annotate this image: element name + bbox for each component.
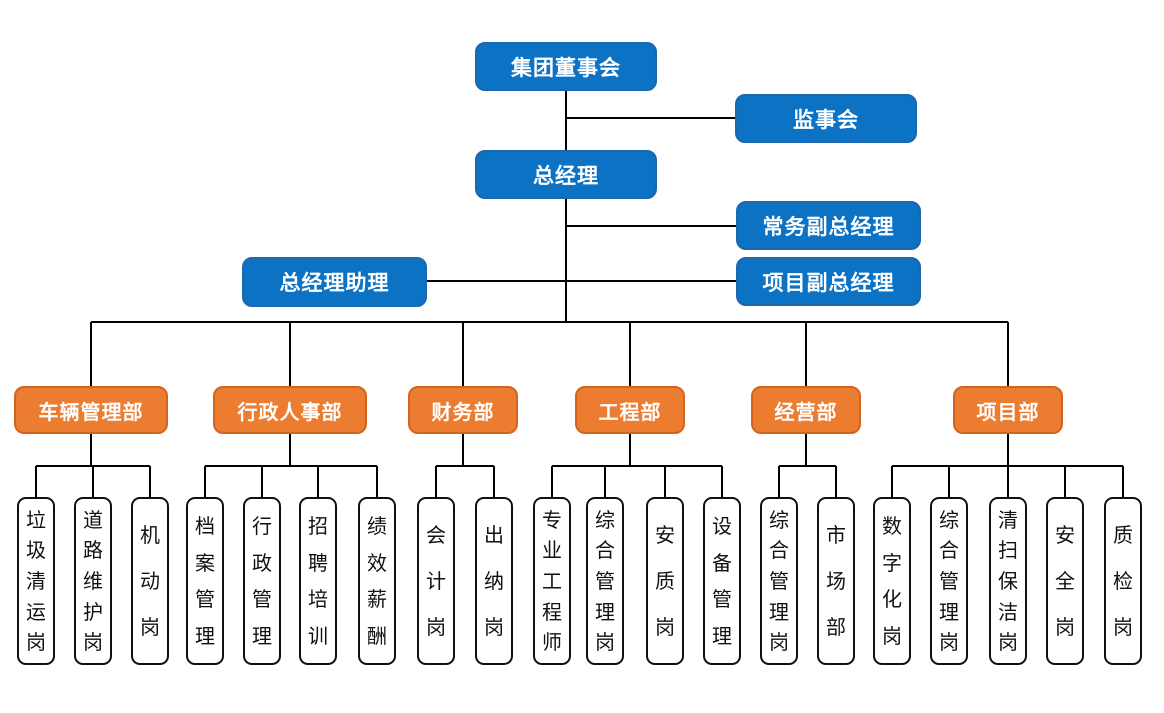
position-box: 数字化岗: [873, 497, 911, 665]
position-box: 绩效薪酬: [358, 497, 396, 665]
position-label: 质检岗: [1113, 523, 1133, 639]
position-box: 出纳岗: [475, 497, 513, 665]
position-label: 机动岗: [140, 523, 160, 639]
position-label: 数字化岗: [882, 513, 902, 649]
position-label: 综合管理岗: [939, 507, 959, 655]
connector-path: [35, 91, 1124, 498]
dept-finance: 财务部: [408, 386, 518, 434]
position-label: 综合管理岗: [769, 507, 789, 655]
position-box: 综合管理岗: [586, 497, 624, 665]
dept-vehicle-management: 车辆管理部: [14, 386, 168, 434]
position-label: 安质岗: [655, 523, 675, 639]
position-label: 档案管理: [195, 513, 215, 649]
position-box: 会计岗: [417, 497, 455, 665]
position-label: 市场部: [826, 523, 846, 639]
position-box: 道路维护岗: [74, 497, 112, 665]
position-box: 清扫保洁岗: [989, 497, 1027, 665]
position-box: 安全岗: [1046, 497, 1084, 665]
position-box: 设备管理: [703, 497, 741, 665]
position-label: 安全岗: [1055, 523, 1075, 639]
position-box: 综合管理岗: [930, 497, 968, 665]
position-label: 道路维护岗: [83, 507, 103, 655]
position-label: 绩效薪酬: [367, 513, 387, 649]
position-label: 设备管理: [712, 513, 732, 649]
position-label: 行政管理: [252, 513, 272, 649]
position-box: 安质岗: [646, 497, 684, 665]
node-general-manager: 总经理: [475, 150, 657, 199]
position-label: 出纳岗: [484, 523, 504, 639]
node-board: 集团董事会: [475, 42, 657, 91]
position-label: 综合管理岗: [595, 507, 615, 655]
node-gm-assistant: 总经理助理: [242, 257, 427, 307]
node-executive-deputy-gm: 常务副总经理: [736, 201, 921, 250]
position-label: 会计岗: [426, 523, 446, 639]
position-box: 档案管理: [186, 497, 224, 665]
position-box: 行政管理: [243, 497, 281, 665]
position-label: 清扫保洁岗: [998, 507, 1018, 655]
dept-project: 项目部: [953, 386, 1063, 434]
position-box: 专业工程师: [533, 497, 571, 665]
position-label: 招聘培训: [308, 513, 328, 649]
position-box: 市场部: [817, 497, 855, 665]
node-project-deputy-gm: 项目副总经理: [736, 257, 921, 306]
position-box: 垃圾清运岗: [17, 497, 55, 665]
node-supervisory-board: 监事会: [735, 94, 917, 143]
position-box: 质检岗: [1104, 497, 1142, 665]
position-label: 专业工程师: [542, 507, 562, 655]
position-label: 垃圾清运岗: [26, 507, 46, 655]
dept-engineering: 工程部: [575, 386, 685, 434]
position-box: 招聘培训: [299, 497, 337, 665]
dept-operations: 经营部: [751, 386, 861, 434]
position-box: 机动岗: [131, 497, 169, 665]
position-box: 综合管理岗: [760, 497, 798, 665]
dept-admin-hr: 行政人事部: [213, 386, 367, 434]
